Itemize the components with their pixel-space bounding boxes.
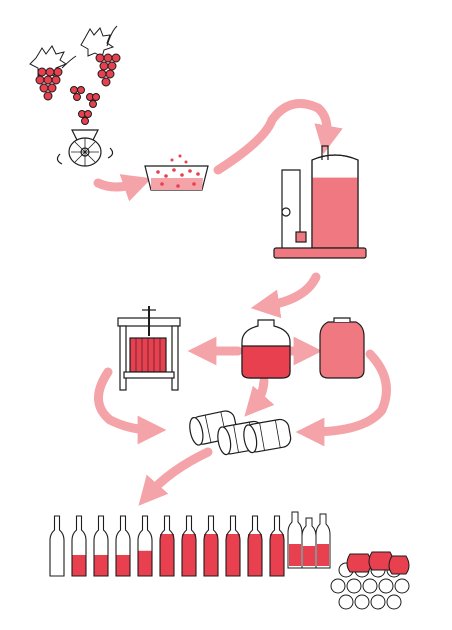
arrow-demijohn-to-barrels bbox=[244, 376, 275, 417]
bottle bbox=[203, 515, 219, 577]
bottle-outline bbox=[93, 515, 109, 577]
must-tray-icon bbox=[144, 154, 209, 191]
bottle-fill bbox=[72, 555, 86, 576]
bottle bbox=[115, 515, 131, 577]
arrow-lightjohn-to-barrels bbox=[295, 349, 391, 447]
bottle-fill bbox=[160, 534, 174, 576]
flow-arrows bbox=[93, 99, 391, 506]
bottle-fill bbox=[116, 555, 130, 576]
bottle-fill bbox=[182, 534, 196, 576]
arrow-tank-to-demijohn bbox=[250, 272, 321, 319]
bottle-outline bbox=[269, 515, 285, 577]
bottle bbox=[269, 515, 285, 577]
bottle-fill bbox=[94, 555, 108, 576]
bottle-outline bbox=[225, 515, 241, 577]
bottle bbox=[225, 515, 241, 577]
arrow-press-to-barrels bbox=[94, 367, 167, 445]
bottles-icon bbox=[49, 515, 285, 577]
bottle-fill bbox=[270, 534, 284, 576]
demijohn-light-icon bbox=[319, 317, 365, 379]
bottle-fill bbox=[226, 534, 240, 576]
bottle-outline bbox=[181, 515, 197, 577]
bottle-outline bbox=[247, 515, 263, 577]
arrow-barrels-to-bottles bbox=[138, 447, 213, 506]
bottle-outline bbox=[203, 515, 219, 577]
bottle-outline bbox=[115, 515, 131, 577]
barrels-icon bbox=[189, 410, 292, 456]
bottle-outline bbox=[71, 515, 87, 577]
bottle-rack-icon bbox=[287, 511, 410, 610]
bottle bbox=[93, 515, 109, 577]
bottle bbox=[49, 515, 65, 577]
bottle-fill bbox=[204, 534, 218, 576]
fermentation-tank-icon bbox=[273, 145, 367, 259]
crusher-destemmer-icon bbox=[56, 129, 114, 167]
bottle bbox=[181, 515, 197, 577]
bottle-fill bbox=[138, 550, 152, 576]
bottle bbox=[247, 515, 263, 577]
bottle-fill bbox=[248, 534, 262, 576]
grape-bunches-icon bbox=[29, 25, 121, 125]
bottle bbox=[137, 515, 153, 577]
arrow-tray-to-tank bbox=[213, 99, 343, 175]
bottle bbox=[71, 515, 87, 577]
arrow-crusher-to-tray bbox=[93, 174, 152, 202]
bottle bbox=[159, 515, 175, 577]
wine-press-icon bbox=[117, 306, 181, 391]
bottle-outline bbox=[137, 515, 153, 577]
bottle-outline bbox=[159, 515, 175, 577]
bottle-outline bbox=[49, 515, 65, 577]
demijohn-dark-icon bbox=[241, 319, 291, 379]
